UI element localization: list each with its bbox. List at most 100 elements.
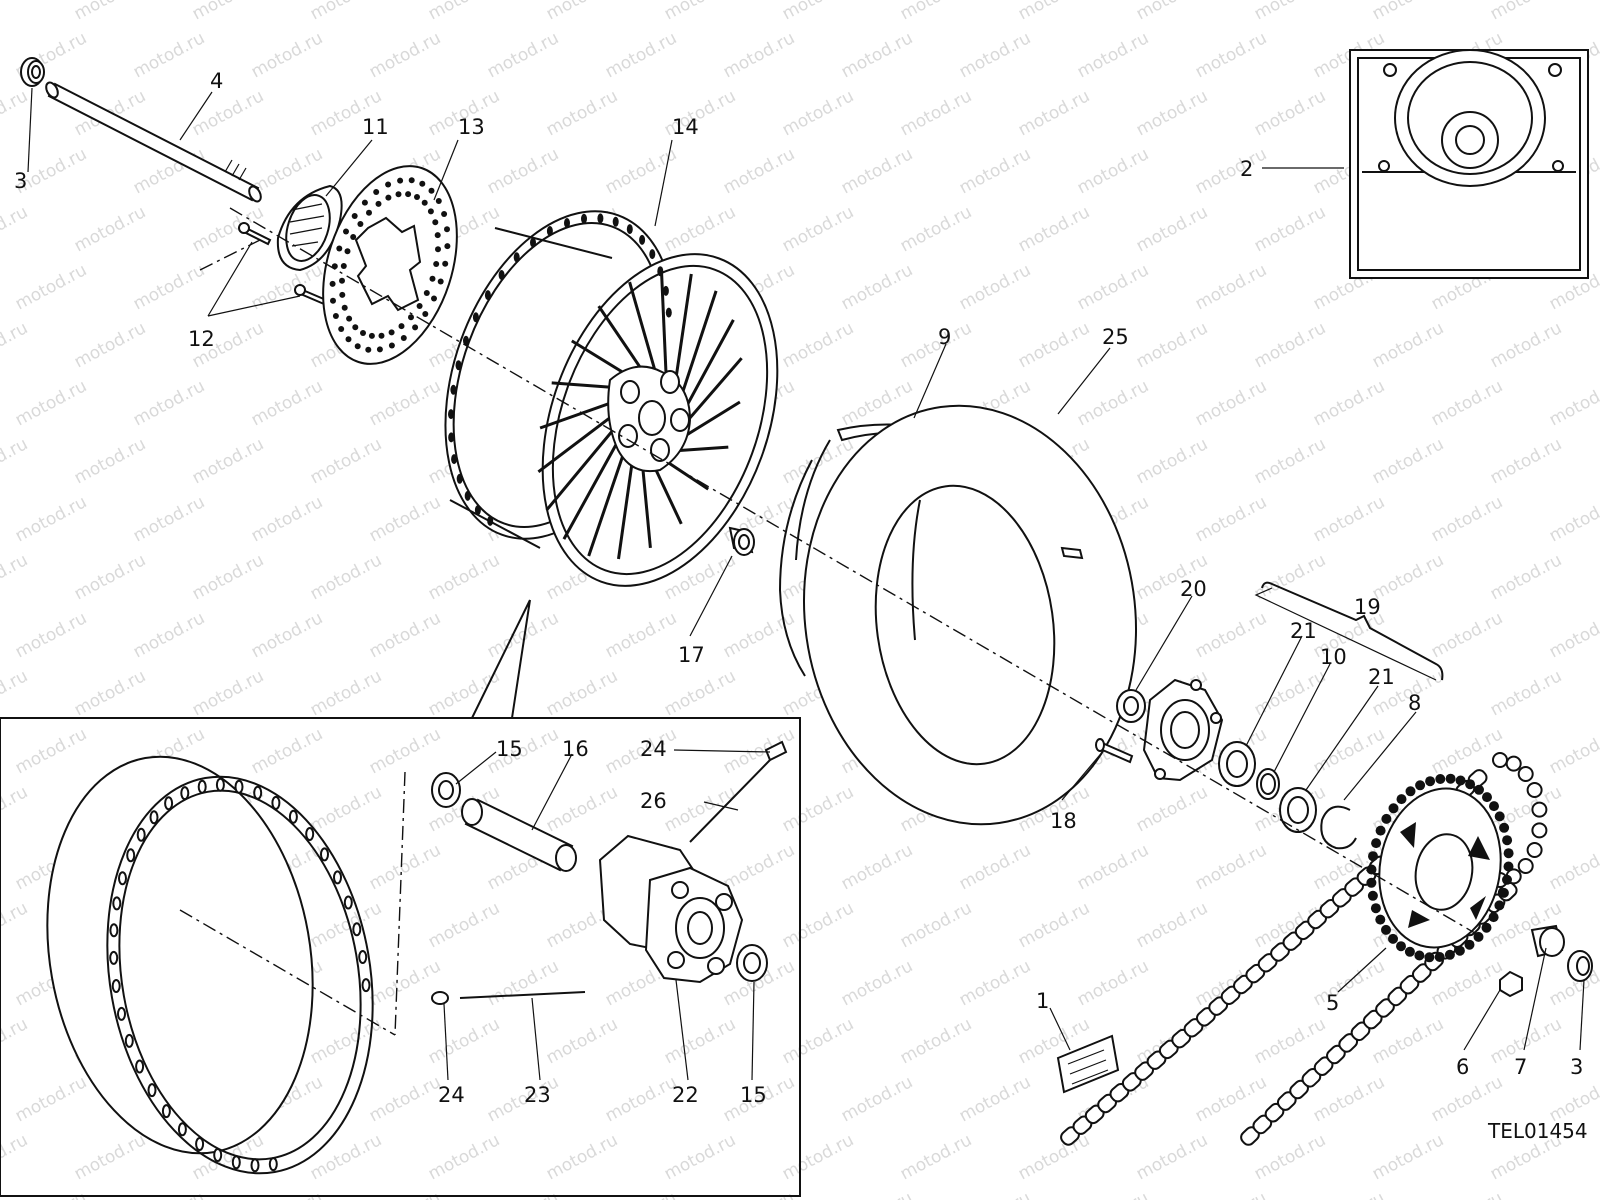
disc-hole	[344, 248, 351, 255]
watermark-text: motod.ru	[1074, 840, 1152, 894]
hub-hole	[618, 424, 638, 448]
spoke	[678, 319, 735, 420]
sprocket-tooth	[1481, 922, 1492, 933]
sprocket-tooth	[1405, 786, 1416, 797]
watermark-text: motod.ru	[1546, 724, 1600, 778]
rim-hole	[109, 950, 119, 965]
rim-hole	[513, 252, 520, 263]
watermark-text: motod.ru	[0, 666, 31, 720]
watermark-text: motod.ru	[1251, 0, 1329, 24]
inset-wheel-detail	[0, 599, 801, 1197]
disc-hole	[354, 343, 361, 350]
watermark-text: motod.ru	[602, 1188, 680, 1200]
watermark-text: motod.ru	[189, 202, 267, 256]
rim-hole	[147, 1083, 157, 1098]
watermark-text: motod.ru	[189, 86, 267, 140]
spoke	[628, 281, 660, 382]
watermark-text: motod.ru	[1487, 0, 1565, 24]
rim-hole	[149, 810, 159, 825]
watermark-text: motod.ru	[71, 1130, 149, 1184]
watermark-text: motod.ru	[838, 260, 916, 314]
watermark-text: motod.ru	[897, 0, 975, 24]
watermark-text: motod.ru	[0, 318, 31, 372]
watermark-text: motod.ru	[602, 608, 680, 662]
watermark-text: motod.ru	[720, 144, 798, 198]
disc-hole	[375, 200, 382, 207]
watermark-text: motod.ru	[1133, 86, 1211, 140]
watermark-text: motod.ru	[720, 840, 798, 894]
watermark-text: motod.ru	[1133, 782, 1211, 836]
watermark-text: motod.ru	[12, 1188, 90, 1200]
disc-hole	[405, 191, 412, 198]
watermark-text: motod.ru	[1310, 376, 1388, 430]
rim-hole	[649, 249, 656, 260]
watermark-text: motod.ru	[1133, 0, 1211, 24]
rim-hole	[234, 779, 244, 794]
watermark-text: motod.ru	[12, 260, 90, 314]
reference-code: TEL01454	[1487, 1119, 1588, 1143]
rim-hole	[109, 923, 119, 938]
sprocket-tooth	[1455, 775, 1466, 786]
sprocket-tooth	[1367, 890, 1378, 901]
rim-hole	[164, 796, 174, 811]
watermark-text: motod.ru	[1428, 376, 1506, 430]
watermark-text: motod.ru	[1546, 376, 1600, 430]
watermark-text: motod.ru	[1133, 202, 1211, 256]
watermark-text: motod.ru	[484, 28, 562, 82]
disc-hole	[437, 278, 444, 285]
watermark-text: motod.ru	[897, 318, 975, 372]
callout-15: 15	[740, 1083, 767, 1107]
watermark-text: motod.ru	[1192, 28, 1270, 82]
disc-hole	[421, 199, 428, 206]
watermark-text: motod.ru	[838, 956, 916, 1010]
callout-12: 12	[188, 327, 215, 351]
rim-hole	[117, 1006, 126, 1021]
watermark-text: motod.ru	[1251, 1014, 1329, 1068]
watermark-text: motod.ru	[0, 434, 31, 488]
inset-chain-guard	[1349, 49, 1589, 279]
disc-hole	[395, 191, 402, 198]
watermark-text: motod.ru	[0, 1014, 31, 1068]
disc-hole	[336, 245, 343, 252]
watermark-text: motod.ru	[661, 782, 739, 836]
watermark-text: motod.ru	[248, 608, 326, 662]
watermark-text: motod.ru	[366, 376, 444, 430]
watermark-text: motod.ru	[956, 1188, 1034, 1200]
disc-hole	[341, 304, 348, 311]
callout-15: 15	[496, 737, 523, 761]
watermark-text: motod.ru	[1546, 608, 1600, 662]
rear-sprocket	[1366, 773, 1514, 963]
watermark-text: motod.ru	[1546, 492, 1600, 546]
watermark-text: motod.ru	[661, 1014, 739, 1068]
sprocket-tooth	[1375, 825, 1386, 836]
watermark-text: motod.ru	[543, 1014, 621, 1068]
watermark-text: motod.ru	[543, 666, 621, 720]
watermark-text: motod.ru	[1074, 144, 1152, 198]
watermark-text: motod.ru	[12, 608, 90, 662]
callout-24: 24	[640, 737, 667, 761]
watermark-text: motod.ru	[71, 0, 149, 24]
rim-hole	[546, 226, 553, 236]
watermark-text: motod.ru	[543, 1130, 621, 1184]
watermark-text: motod.ru	[543, 86, 621, 140]
watermark-text: motod.ru	[0, 1130, 31, 1184]
disc-hole	[414, 194, 420, 200]
watermark-text: motod.ru	[12, 724, 90, 778]
watermark-text: motod.ru	[838, 1072, 916, 1126]
callout-7: 7	[1514, 1055, 1527, 1079]
sprocket-tooth	[1454, 945, 1465, 956]
rim-hole	[231, 1155, 241, 1170]
watermark-text: motod.ru	[307, 434, 385, 488]
watermark-text: motod.ru	[602, 144, 680, 198]
watermark-text: motod.ru	[1192, 608, 1270, 662]
watermark-text: motod.ru	[1310, 492, 1388, 546]
watermark-text: motod.ru	[779, 86, 857, 140]
watermark-text: motod.ru	[12, 376, 90, 430]
sprocket-tooth	[1370, 903, 1381, 914]
sprocket-tooth	[1434, 952, 1445, 962]
watermark-text: motod.ru	[307, 782, 385, 836]
chain-link	[1505, 755, 1522, 772]
chain-link	[1517, 858, 1534, 874]
disc-hole	[361, 199, 368, 206]
rim-hole	[180, 786, 190, 801]
